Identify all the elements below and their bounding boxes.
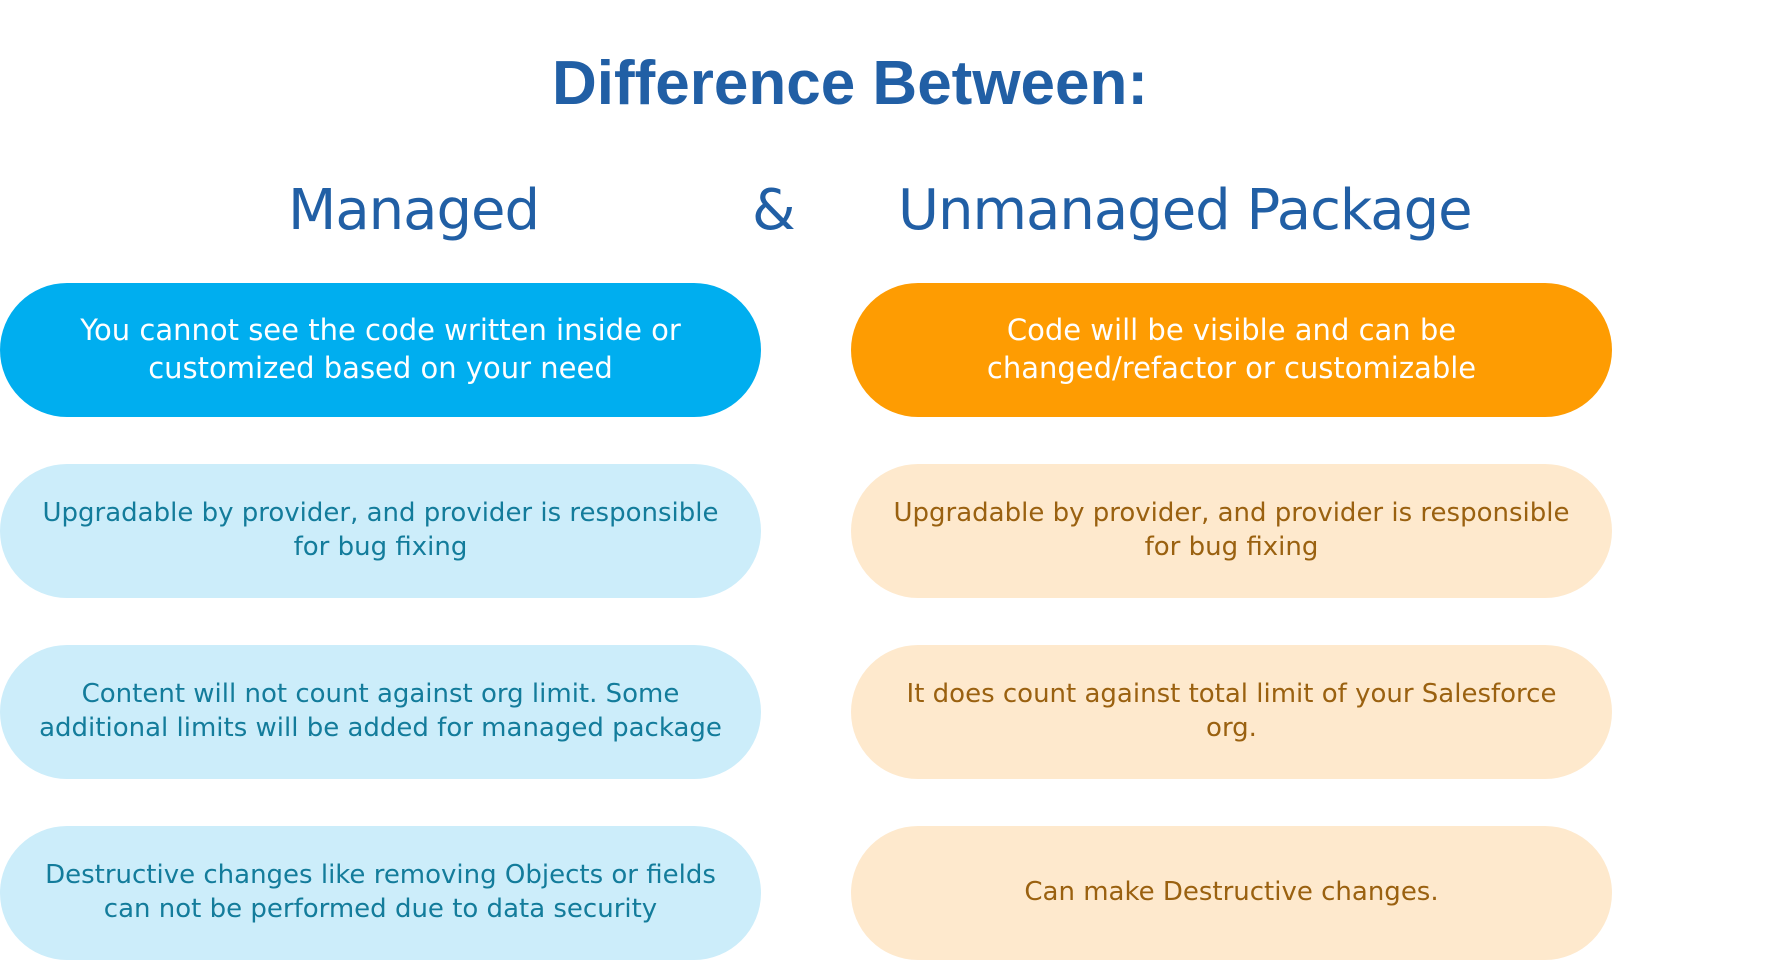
unmanaged-point-text: It does count against total limit of you… — [906, 679, 1557, 743]
unmanaged-point-org-limits: It does count against total limit of you… — [851, 645, 1612, 779]
managed-point-text: You cannot see the code written inside o… — [80, 313, 681, 385]
managed-point-destructive-changes: Destructive changes like removing Object… — [0, 826, 761, 960]
ampersand-separator: & — [752, 178, 796, 243]
managed-point-code-visibility: You cannot see the code written inside o… — [0, 283, 761, 417]
unmanaged-heading: Unmanaged Package — [898, 178, 1473, 243]
unmanaged-point-text: Code will be visible and can be changed/… — [986, 313, 1477, 385]
unmanaged-point-text: Can make Destructive changes. — [1024, 877, 1439, 908]
page-title: Difference Between: — [551, 49, 1149, 118]
unmanaged-point-destructive-changes: Can make Destructive changes. — [851, 826, 1612, 960]
unmanaged-point-upgrades: Upgradable by provider, and provider is … — [851, 464, 1612, 598]
managed-point-text: Upgradable by provider, and provider is … — [42, 498, 719, 562]
unmanaged-point-code-visibility: Code will be visible and can be changed/… — [851, 283, 1612, 417]
managed-point-org-limits: Content will not count against org limit… — [0, 645, 761, 779]
unmanaged-point-text: Upgradable by provider, and provider is … — [893, 498, 1570, 562]
managed-point-text: Destructive changes like removing Object… — [45, 860, 716, 924]
managed-point-text: Content will not count against org limit… — [39, 679, 722, 743]
managed-heading: Managed — [288, 178, 540, 243]
managed-point-upgrades: Upgradable by provider, and provider is … — [0, 464, 761, 598]
